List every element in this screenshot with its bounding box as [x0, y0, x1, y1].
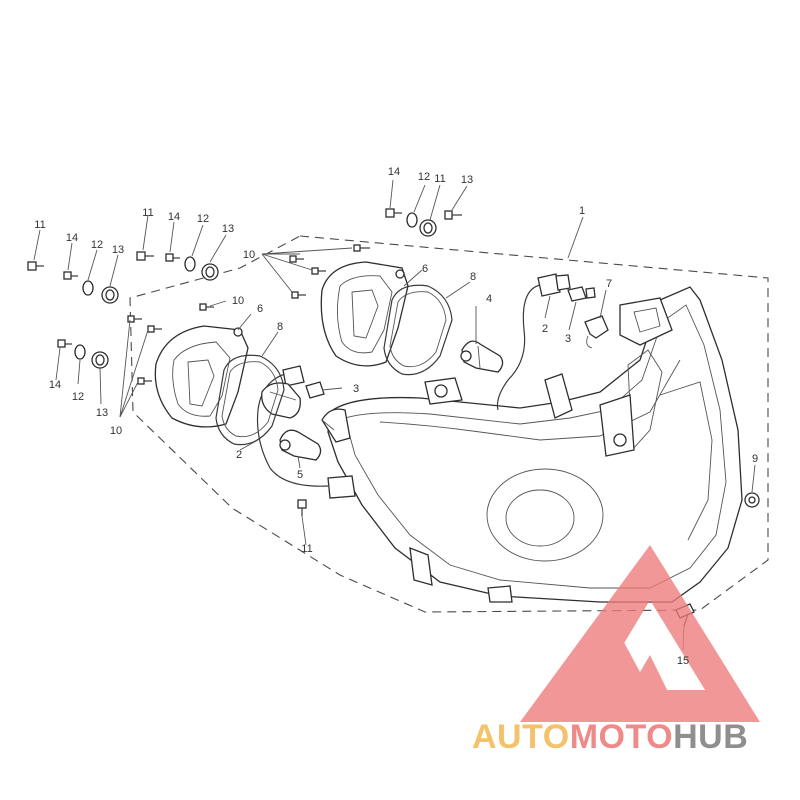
- watermark-brand: AUTOMOTOHUB: [472, 717, 748, 757]
- brand-moto: MOTO: [569, 718, 674, 756]
- callout-15: 15: [677, 655, 689, 667]
- watermark-logo-mark: [520, 545, 760, 722]
- leader-lines: [33, 179, 756, 651]
- headlight-housing: [321, 286, 743, 603]
- callout-14: 14: [168, 211, 180, 223]
- callout-2: 2: [542, 323, 548, 335]
- callout-6: 6: [257, 303, 263, 315]
- callout-4: 4: [486, 293, 492, 305]
- callout-labels: 1 2 2 3 3 4 5 6 6 7 8 8 9 10 10 10 11 11…: [34, 166, 758, 667]
- callout-5: 5: [297, 469, 303, 481]
- callout-9: 9: [752, 453, 758, 465]
- callout-11: 11: [301, 543, 312, 555]
- wiring-harness-left: [256, 365, 356, 499]
- screw-11-bottom: [297, 499, 307, 516]
- brand-hub: HUB: [673, 718, 749, 756]
- bulb-3-upper: [567, 286, 596, 302]
- fastener-set-mid: [136, 251, 219, 281]
- gasket-lower: [215, 354, 285, 446]
- callout-12: 12: [197, 213, 209, 225]
- callout-3: 3: [565, 333, 571, 345]
- grommet-9: [744, 492, 760, 508]
- fastener-set-left: [27, 261, 119, 304]
- callout-12: 12: [72, 391, 84, 403]
- reflector-shell-upper: [320, 261, 409, 367]
- callout-14: 14: [388, 166, 400, 178]
- fastener-set-lower-left: [57, 339, 109, 369]
- callout-6: 6: [422, 263, 428, 275]
- assembly-boundary: [129, 235, 769, 613]
- callout-2: 2: [236, 449, 242, 461]
- callout-8: 8: [470, 271, 476, 283]
- callout-1: 1: [579, 205, 585, 217]
- callout-13: 13: [461, 174, 473, 186]
- screws-10: [127, 244, 370, 385]
- callout-7: 7: [606, 278, 612, 290]
- wiring-harness-right: [496, 273, 571, 411]
- callout-10: 10: [110, 425, 122, 437]
- callout-13: 13: [96, 407, 108, 419]
- callout-12: 12: [418, 171, 430, 183]
- callout-13: 13: [222, 223, 234, 235]
- bulb-3-lower: [305, 381, 325, 399]
- callout-8: 8: [277, 321, 283, 333]
- reflector-shell-lower: [154, 325, 249, 428]
- callout-11: 11: [34, 219, 45, 231]
- bulb-4: [460, 340, 504, 373]
- fastener-set-top: [385, 208, 462, 237]
- callout-12: 12: [91, 239, 103, 251]
- callout-14: 14: [49, 379, 61, 391]
- clip-7: [584, 315, 609, 349]
- callout-11: 11: [434, 173, 445, 185]
- gasket-upper: [383, 284, 453, 376]
- callout-10: 10: [232, 295, 244, 307]
- callout-10: 10: [243, 249, 255, 261]
- callout-14: 14: [66, 232, 78, 244]
- callout-3: 3: [353, 383, 359, 395]
- callout-11: 11: [142, 207, 153, 219]
- bulb-5: [279, 429, 322, 461]
- brand-auto: AUTO: [472, 718, 570, 756]
- callout-13: 13: [112, 244, 124, 256]
